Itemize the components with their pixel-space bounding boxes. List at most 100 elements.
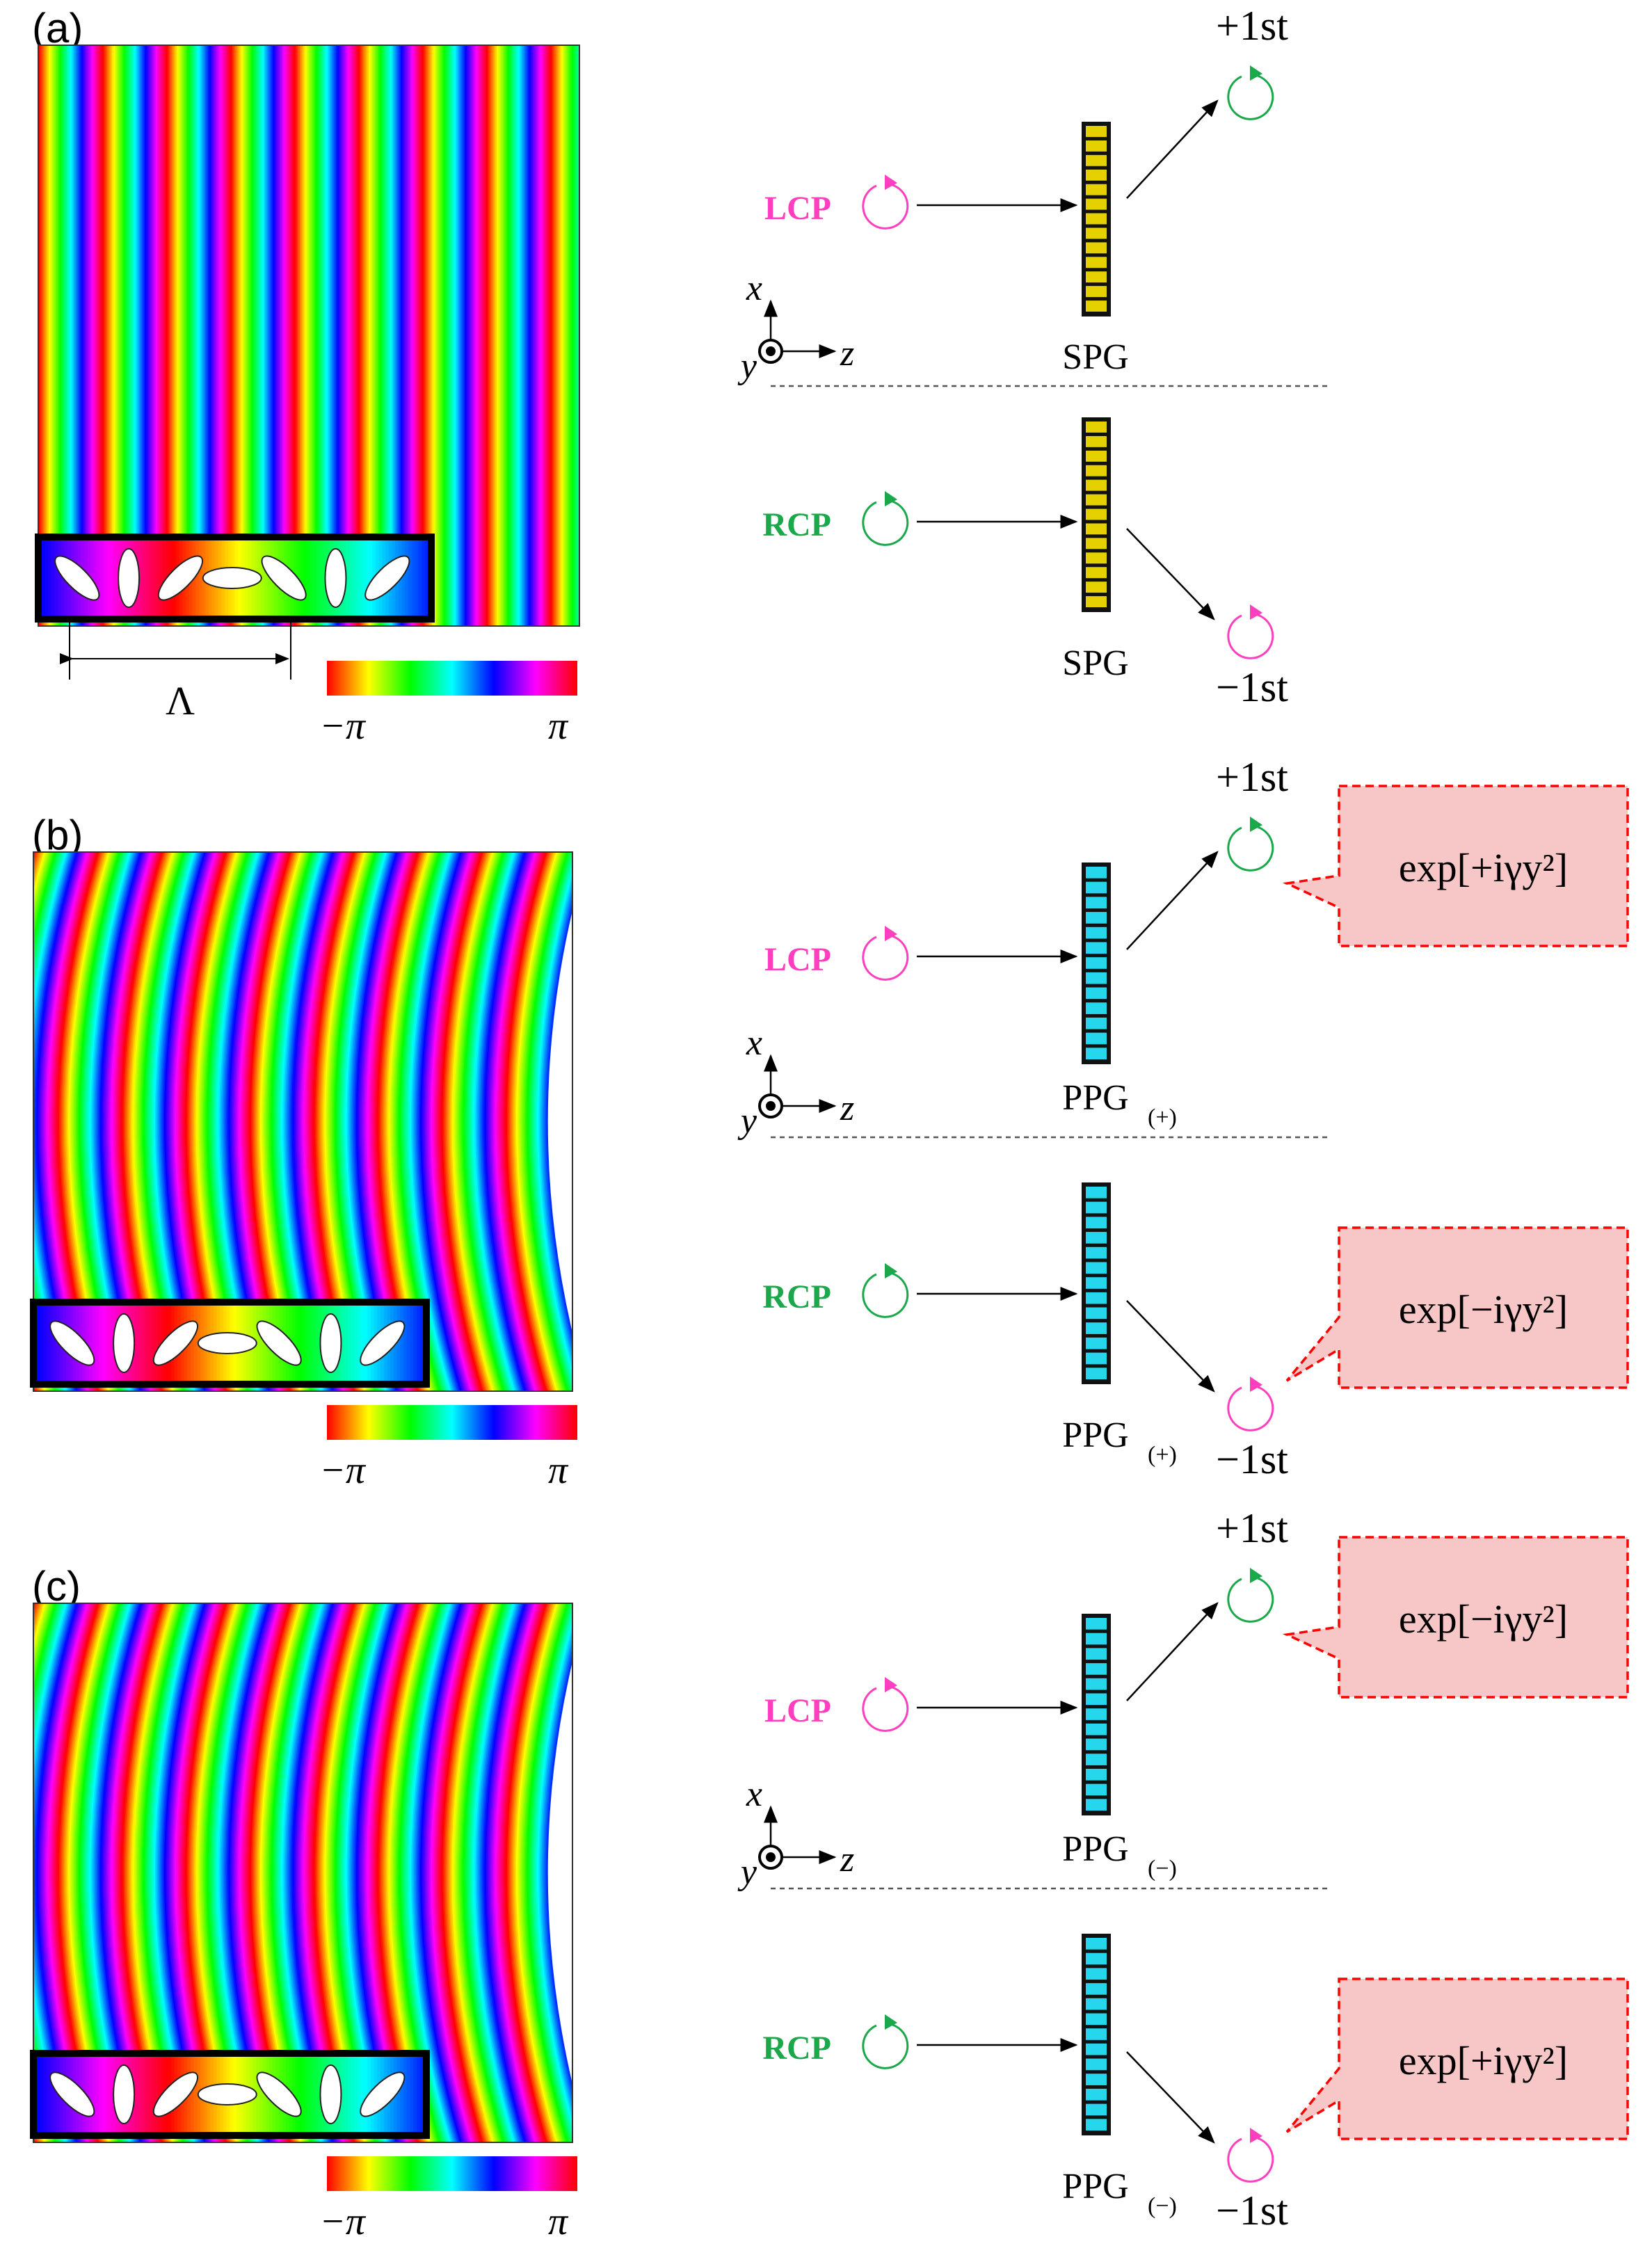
phase-stripe [47,45,49,626]
phase-stripe [143,852,186,1391]
phase-stripe [109,1603,151,2142]
phase-stripe [546,45,549,626]
phase-stripe [396,45,399,626]
phase-stripe [288,852,330,1391]
phase-stripe [369,1603,412,2142]
grating-cell [1086,1983,1107,1995]
phase-stripe [526,1603,569,2142]
phase-stripe [176,852,218,1391]
phase-stripe [369,852,412,1391]
phase-stripe [526,852,569,1391]
phase-stripe [370,45,373,626]
phase-stripe [110,852,152,1391]
phase-callout: exp[+iγy²] [1285,1978,1629,2140]
phase-stripe [337,45,339,626]
inset-stripe [49,2053,54,2135]
phase-stripe [488,45,490,626]
phase-stripe [337,1603,380,2142]
phase-map [0,1603,572,2142]
phase-stripe [113,852,156,1391]
phase-stripe [374,1603,416,2142]
phase-stripe [324,852,367,1391]
phase-stripe [106,45,109,626]
phase-stripe [310,852,353,1391]
phase-stripe [149,852,191,1391]
phase-stripe [438,1603,481,2142]
phase-callout: exp[−iγy²] [1285,1226,1629,1389]
phase-stripe [216,1603,259,2142]
grating-cell [1086,286,1107,298]
lc-molecule [360,2071,406,2117]
phase-stripe [0,852,31,1391]
phase-stripe [144,852,187,1391]
phase-stripe [38,1603,81,2142]
phase-stripe [278,45,281,626]
element-subscript: (−) [1148,2193,1177,2219]
phase-stripe [141,852,184,1391]
phase-stripe [412,1603,455,2142]
phase-stripe [450,1603,492,2142]
inset-stripe [314,1302,319,1384]
phase-stripe [84,45,87,626]
inset-stripe [313,537,317,619]
phase-stripe [326,852,368,1391]
polarization-icon [1227,817,1274,872]
phase-stripe [408,1603,451,2142]
phase-stripe [83,1603,126,2142]
beam-arrow [1126,2051,1215,2144]
phase-stripe [537,867,572,1376]
phase-stripe [267,852,310,1391]
phase-stripe [207,852,250,1391]
phase-stripe [339,1603,382,2142]
polarization-circle [862,1272,909,1318]
inset-stripe [193,1302,198,1384]
phase-stripe [332,852,374,1391]
grating-cell [1086,1048,1107,1059]
grating-cell [1086,508,1107,520]
phase-stripe [390,852,433,1391]
phase-stripe [535,863,572,1381]
phase-stripe [432,45,435,626]
phase-stripe [312,1603,355,2142]
phase-stripe [502,1603,545,2142]
phase-stripe [70,45,72,626]
phase-stripe [119,1603,161,2142]
inset-stripe [86,1302,90,1384]
phase-stripe [0,1603,33,2142]
phase-stripe [544,1647,572,2099]
phase-stripe [89,1603,131,2142]
inset-stripe [316,537,321,619]
phase-stripe [255,45,257,626]
polarization-circle [1227,1386,1274,1431]
phase-stripe [53,852,95,1391]
phase-stripe [177,852,220,1391]
inset-stripe [94,537,98,619]
grating-cell [1086,271,1107,283]
phase-stripe [1,45,3,626]
phase-stripe [364,1603,407,2142]
y-axis-label: y [737,346,757,386]
inset-stripe [40,1302,44,1384]
phase-stripe [448,852,491,1391]
grating-cell [1086,1648,1107,1660]
phase-stripe [161,852,203,1391]
inset-stripe [360,1302,365,1384]
phase-stripe [376,1603,419,2142]
phase-stripe [200,852,242,1391]
phase-stripe [275,1603,317,2142]
phase-stripe [155,852,198,1391]
phase-stripe [167,45,170,626]
grating-cell [1086,881,1107,894]
inset-stripe [193,2053,198,2135]
phase-stripe [436,45,439,626]
phase-stripe [471,1603,513,2142]
phase-stripe [379,1603,422,2142]
phase-stripe [86,1603,129,2142]
phase-stripe [520,45,523,626]
phase-stripe [144,1603,187,2142]
phase-stripe [268,852,311,1391]
phase-stripe [306,1603,348,2142]
phase-stripe [180,1603,223,2142]
phase-stripe [418,852,461,1391]
phase-stripe [584,45,586,626]
